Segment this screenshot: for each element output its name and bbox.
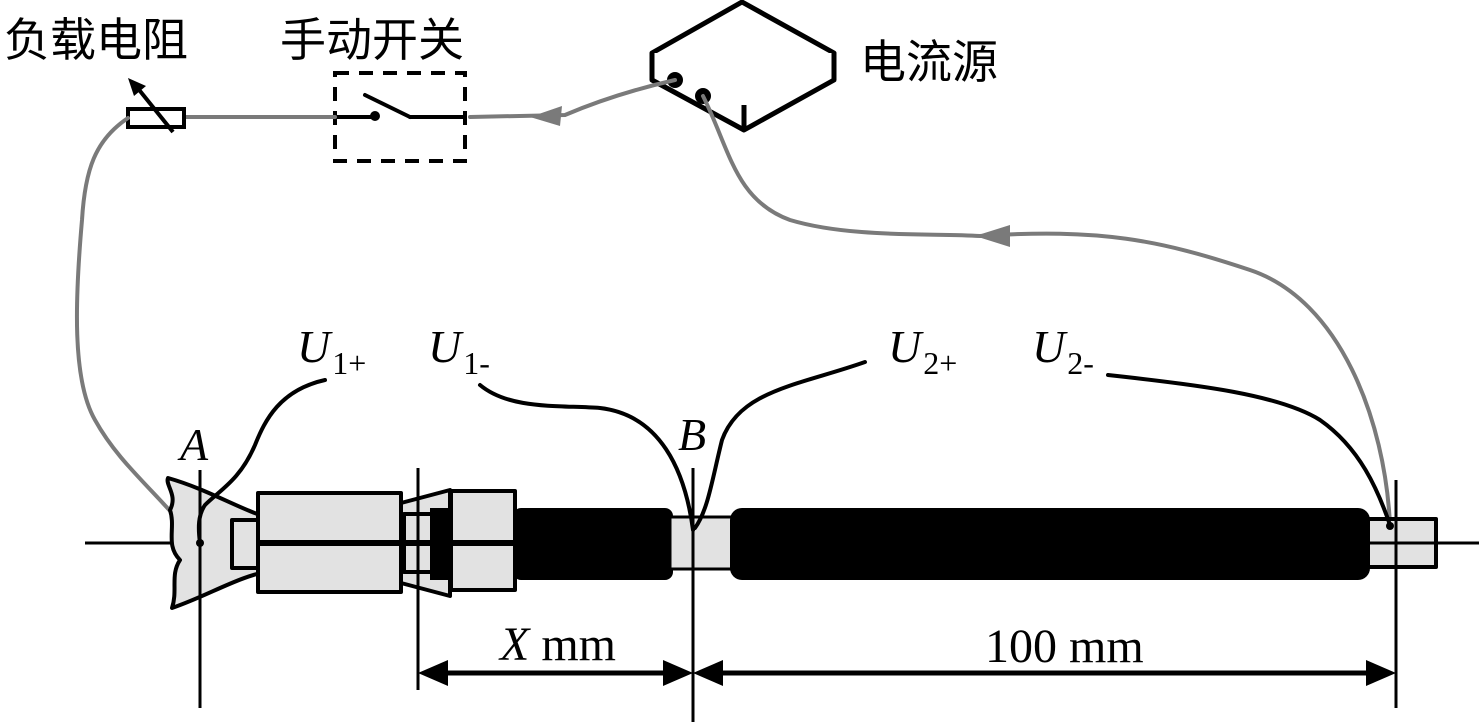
variable-resistor-icon	[126, 78, 186, 134]
manual-switch	[333, 71, 467, 163]
dimension-100	[693, 660, 1396, 686]
point-a-label: A	[177, 419, 209, 470]
dimension-100-label: 100 mm	[985, 620, 1144, 673]
cable-insulation-1	[513, 508, 673, 580]
wire-source-to-switch	[468, 78, 677, 119]
u1-minus-label: U1-	[428, 321, 490, 381]
lead-u1-plus	[196, 378, 327, 545]
lead-u1-minus	[478, 383, 695, 532]
lead-u2-plus	[693, 360, 867, 530]
current-source-label: 电流源	[860, 35, 998, 89]
manual-switch-label: 手动开关	[280, 13, 464, 67]
dimension-x	[418, 660, 693, 686]
u2-plus-label: U2+	[888, 321, 957, 381]
load-resistor-label: 负载电阻	[4, 13, 188, 67]
wire-source-to-right-end	[701, 94, 1392, 527]
current-arrow-icon	[530, 106, 562, 126]
wire-resistor-to-a	[74, 116, 200, 545]
current-source-box	[649, 0, 837, 133]
current-arrow-icon	[975, 225, 1010, 247]
exposed-conductor-b	[668, 515, 740, 571]
u1-plus-label: U1+	[297, 321, 366, 381]
specimen-left-end	[165, 476, 277, 610]
cable-insulation-2	[730, 508, 1370, 580]
point-b-label: B	[678, 409, 706, 460]
dimension-x-label: X mm	[498, 618, 616, 671]
u2-minus-label: U2-	[1032, 321, 1094, 381]
lead-u2-minus	[1106, 373, 1392, 527]
